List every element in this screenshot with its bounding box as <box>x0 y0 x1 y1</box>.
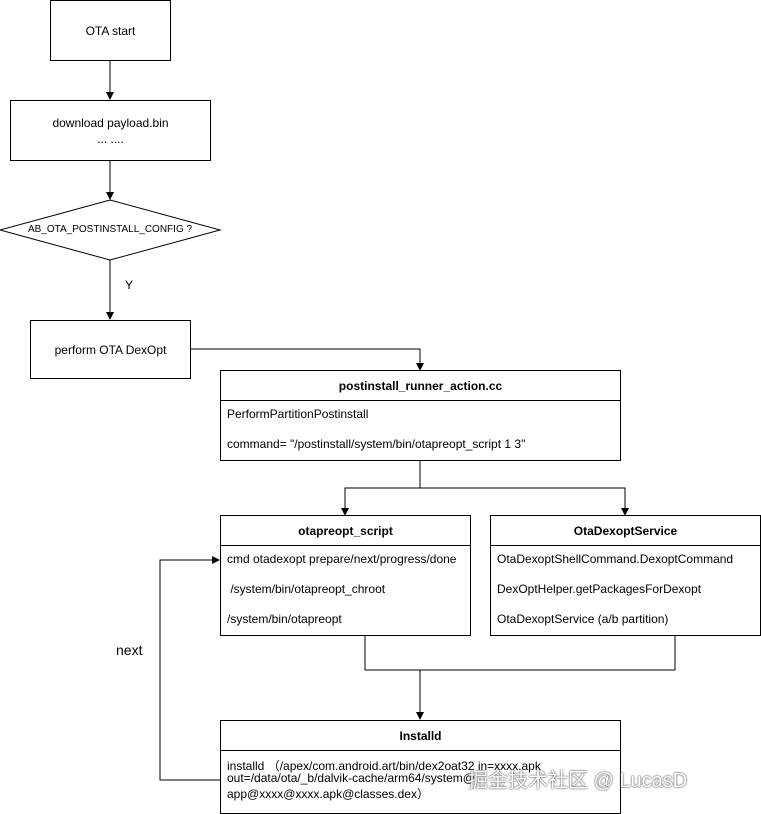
postinstall-row: command= "/postinstall/system/bin/otapre… <box>227 437 526 451</box>
otapreopt-script-row: cmd otadexopt prepare/next/progress/done <box>227 552 457 566</box>
ota-dexopt-service-row: OtaDexoptShellCommand.DexoptCommand <box>497 552 734 566</box>
perform-dexopt-label: perform OTA DexOpt <box>54 342 167 357</box>
download-sublabel: ... .... <box>97 131 124 146</box>
perform-dexopt-node: perform OTA DexOpt <box>30 320 191 379</box>
download-node: download payload.bin ... .... <box>10 100 211 161</box>
edge-merge <box>364 635 676 671</box>
otapreopt-script-title: otapreopt_script <box>221 516 470 546</box>
ota-start-node: OTA start <box>50 0 171 61</box>
installd-title: Installd <box>221 721 620 751</box>
ota-dexopt-service-row: DexOptHelper.getPackagesForDexopt <box>497 582 702 596</box>
edge-postinstall-service <box>420 487 629 516</box>
download-label: download payload.bin <box>52 115 169 130</box>
postinstall-runner-title: postinstall_runner_action.cc <box>221 371 620 401</box>
otapreopt-script-row: /system/bin/otapreopt_chroot <box>227 582 386 596</box>
otapreopt-script-box: otapreopt_script cmd otadexopt prepare/n… <box>220 515 471 636</box>
decision-label: AB_OTA_POSTINSTALL_CONFIG ? <box>27 224 193 235</box>
edge-perform-postinstall <box>190 348 424 371</box>
installd-row: app@xxxx@xxxx.apk@classes.dex） <box>227 787 429 801</box>
decision-diamond-shape <box>0 199 222 261</box>
otapreopt-script-row: /system/bin/otapreopt <box>227 612 342 626</box>
ota-dexopt-service-title: OtaDexoptService <box>491 516 760 546</box>
yes-label: Y <box>125 278 134 292</box>
edge-postinstall-otapreopt <box>341 460 421 516</box>
edge-installd-next-loop <box>159 556 220 781</box>
ota-dexopt-service-box: OtaDexoptService OtaDexoptShellCommand.D… <box>490 515 761 636</box>
ota-start-label: OTA start <box>85 23 136 38</box>
next-label: next <box>116 642 143 658</box>
installd-row: installd （/apex/com.android.art/bin/dex2… <box>227 759 541 773</box>
watermark: 掘金技术社区 @ LucasD <box>468 770 688 792</box>
postinstall-row: PerformPartitionPostinstall <box>227 407 369 421</box>
decision-node: AB_OTA_POSTINSTALL_CONFIG ? <box>0 200 220 260</box>
installd-row: out=/data/ota/_b/dalvik-cache/arm64/syst… <box>227 771 475 785</box>
ota-dexopt-service-row: OtaDexoptService (a/b partition) <box>497 612 669 626</box>
postinstall-runner-box: postinstall_runner_action.cc PerformPart… <box>220 370 621 461</box>
installd-box: Installd installd （/apex/com.android.art… <box>220 720 621 814</box>
